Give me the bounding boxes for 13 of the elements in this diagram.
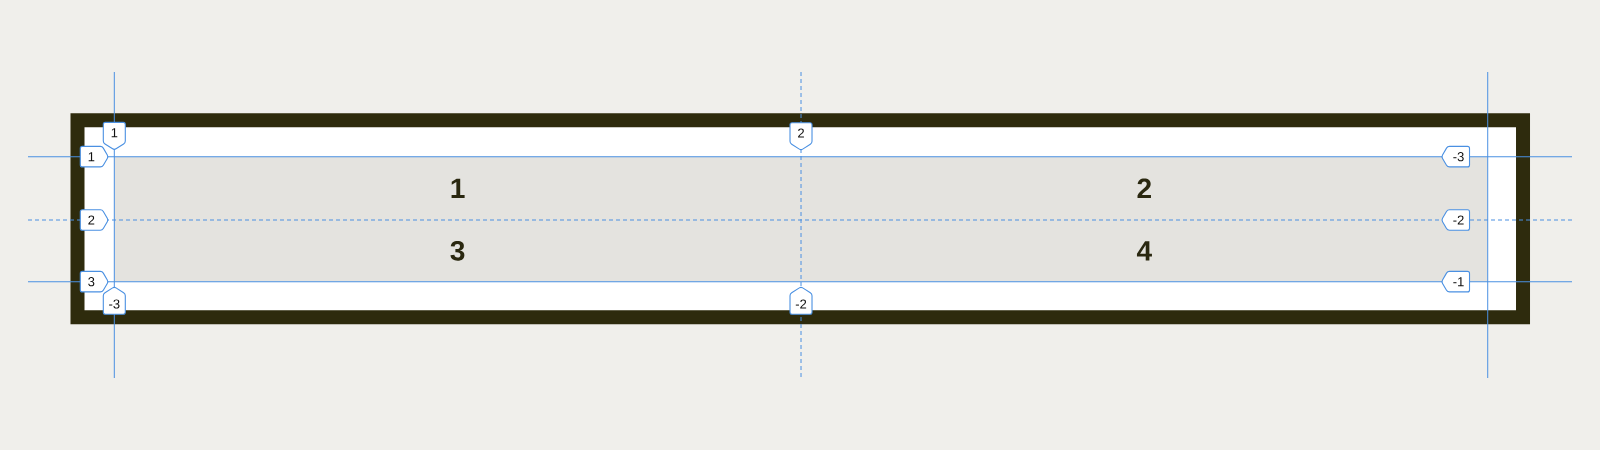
node-label: 3 (450, 240, 465, 261)
node-label: 4 (1136, 241, 1152, 261)
node-label: 2 (1137, 178, 1151, 199)
grid-cell: 3 (114, 219, 801, 282)
line-number-tag: 2 (789, 122, 813, 151)
node-label: 1 (451, 178, 465, 198)
line-number-tag: -1 (1441, 270, 1471, 293)
line-number-tag: 3 (79, 270, 109, 293)
line-number-tag: 1 (79, 145, 109, 168)
line-number-tag: 2 (79, 209, 109, 231)
line-number-tag: -3 (1441, 145, 1471, 168)
grid-cell: 1 (114, 156, 801, 220)
line-number-tag: 1 (102, 121, 126, 150)
